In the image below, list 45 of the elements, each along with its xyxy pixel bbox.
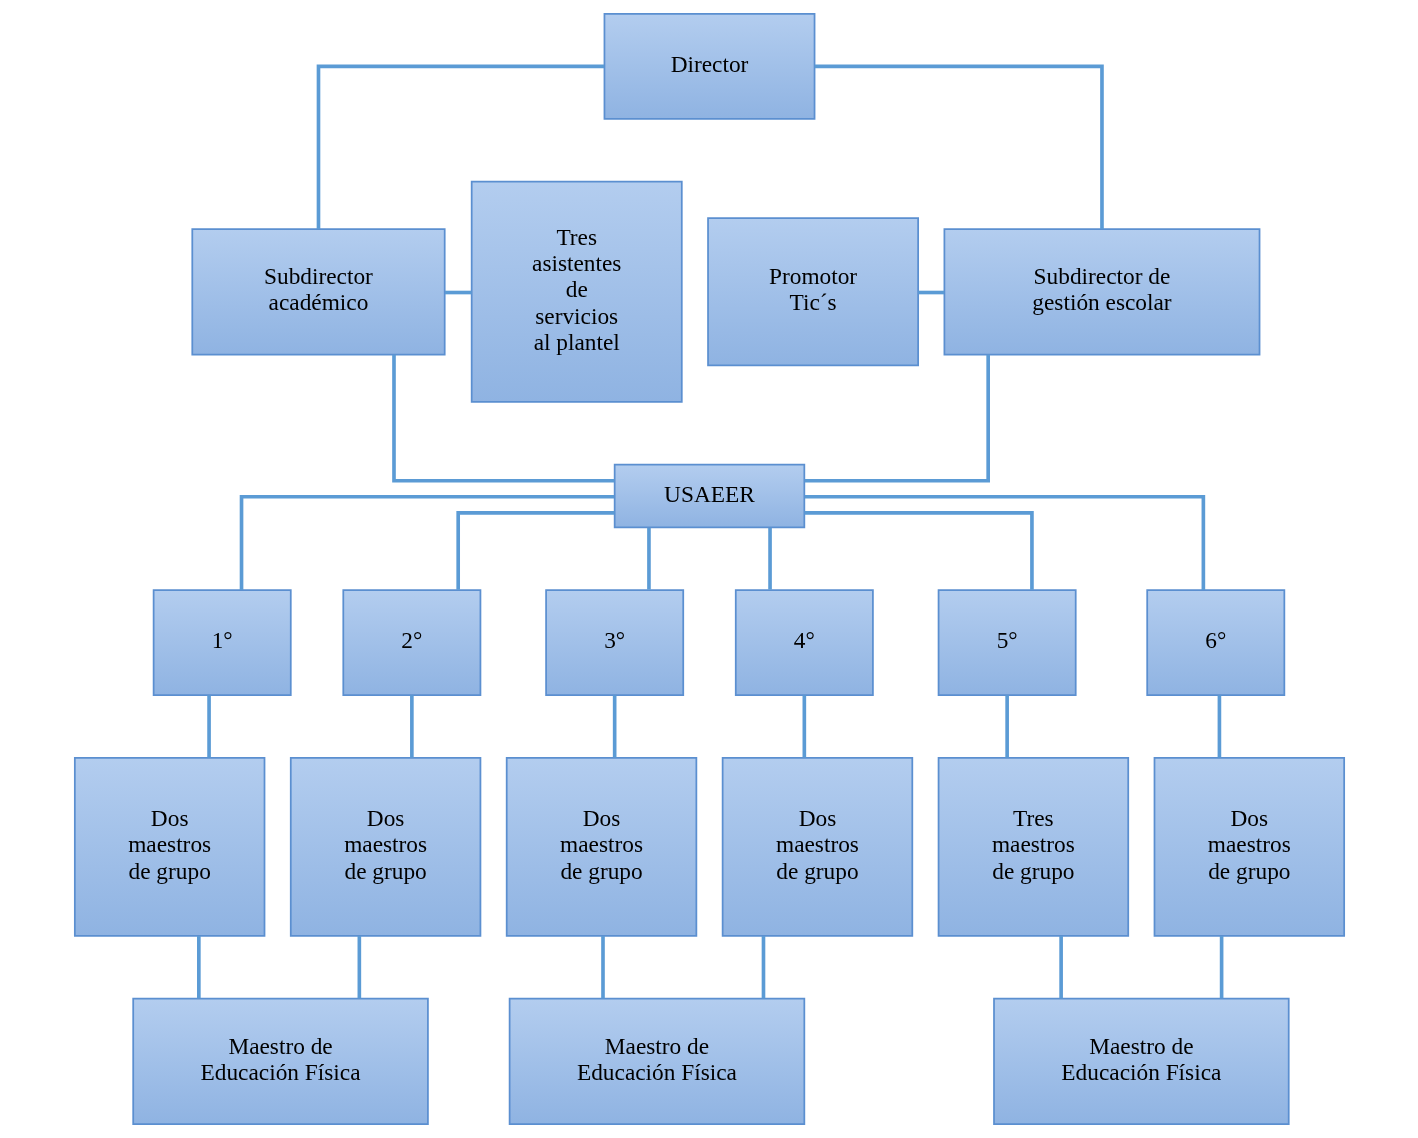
node-box: USAEER	[613, 463, 805, 529]
connector	[455, 511, 614, 590]
node-box: 4°	[734, 589, 874, 697]
connector	[917, 290, 944, 295]
connector	[761, 936, 765, 999]
connector	[814, 64, 1104, 229]
node-box: 5°	[937, 589, 1077, 697]
connector	[1004, 695, 1009, 758]
node-box: 6°	[1145, 589, 1285, 697]
node-box: 3°	[544, 589, 684, 697]
connector	[804, 511, 1034, 590]
node-box: Subdirector de gestión escolar	[943, 228, 1260, 356]
connector	[1058, 936, 1063, 999]
node-box: Promotor Tic´s	[706, 217, 919, 367]
node-box: Director	[603, 12, 815, 120]
connector	[612, 695, 616, 758]
node-box: Dos maestros de grupo	[505, 757, 697, 937]
node-box: Dos maestros de grupo	[721, 757, 913, 937]
connector	[804, 494, 1205, 590]
node-box: Dos maestros de grupo	[289, 757, 481, 937]
connector	[409, 695, 414, 758]
connector	[206, 695, 211, 758]
node-box: Tres maestros de grupo	[937, 757, 1129, 937]
node-box: Maestro de Educación Física	[508, 997, 805, 1126]
connector	[196, 936, 201, 999]
connector	[391, 354, 614, 483]
connector	[357, 936, 361, 999]
node-box: Subdirector académico	[190, 228, 446, 356]
connector	[600, 936, 605, 999]
node-box: Maestro de Educación Física	[131, 997, 429, 1126]
node-box: Dos maestros de grupo	[73, 757, 265, 937]
node-box: Tres asistentes de servicios al plantel	[470, 180, 683, 403]
connector	[646, 527, 651, 590]
connector	[444, 290, 472, 295]
node-box: 1°	[152, 589, 292, 697]
connector	[802, 695, 806, 758]
connector	[1217, 695, 1221, 758]
connector	[316, 64, 604, 229]
node-box: Maestro de Educación Física	[992, 997, 1290, 1126]
node-box: 2°	[341, 589, 481, 697]
node-box: Dos maestros de grupo	[1153, 757, 1345, 937]
connector	[1219, 936, 1223, 999]
connector	[804, 354, 990, 483]
connector	[239, 494, 614, 590]
connector	[767, 527, 772, 590]
